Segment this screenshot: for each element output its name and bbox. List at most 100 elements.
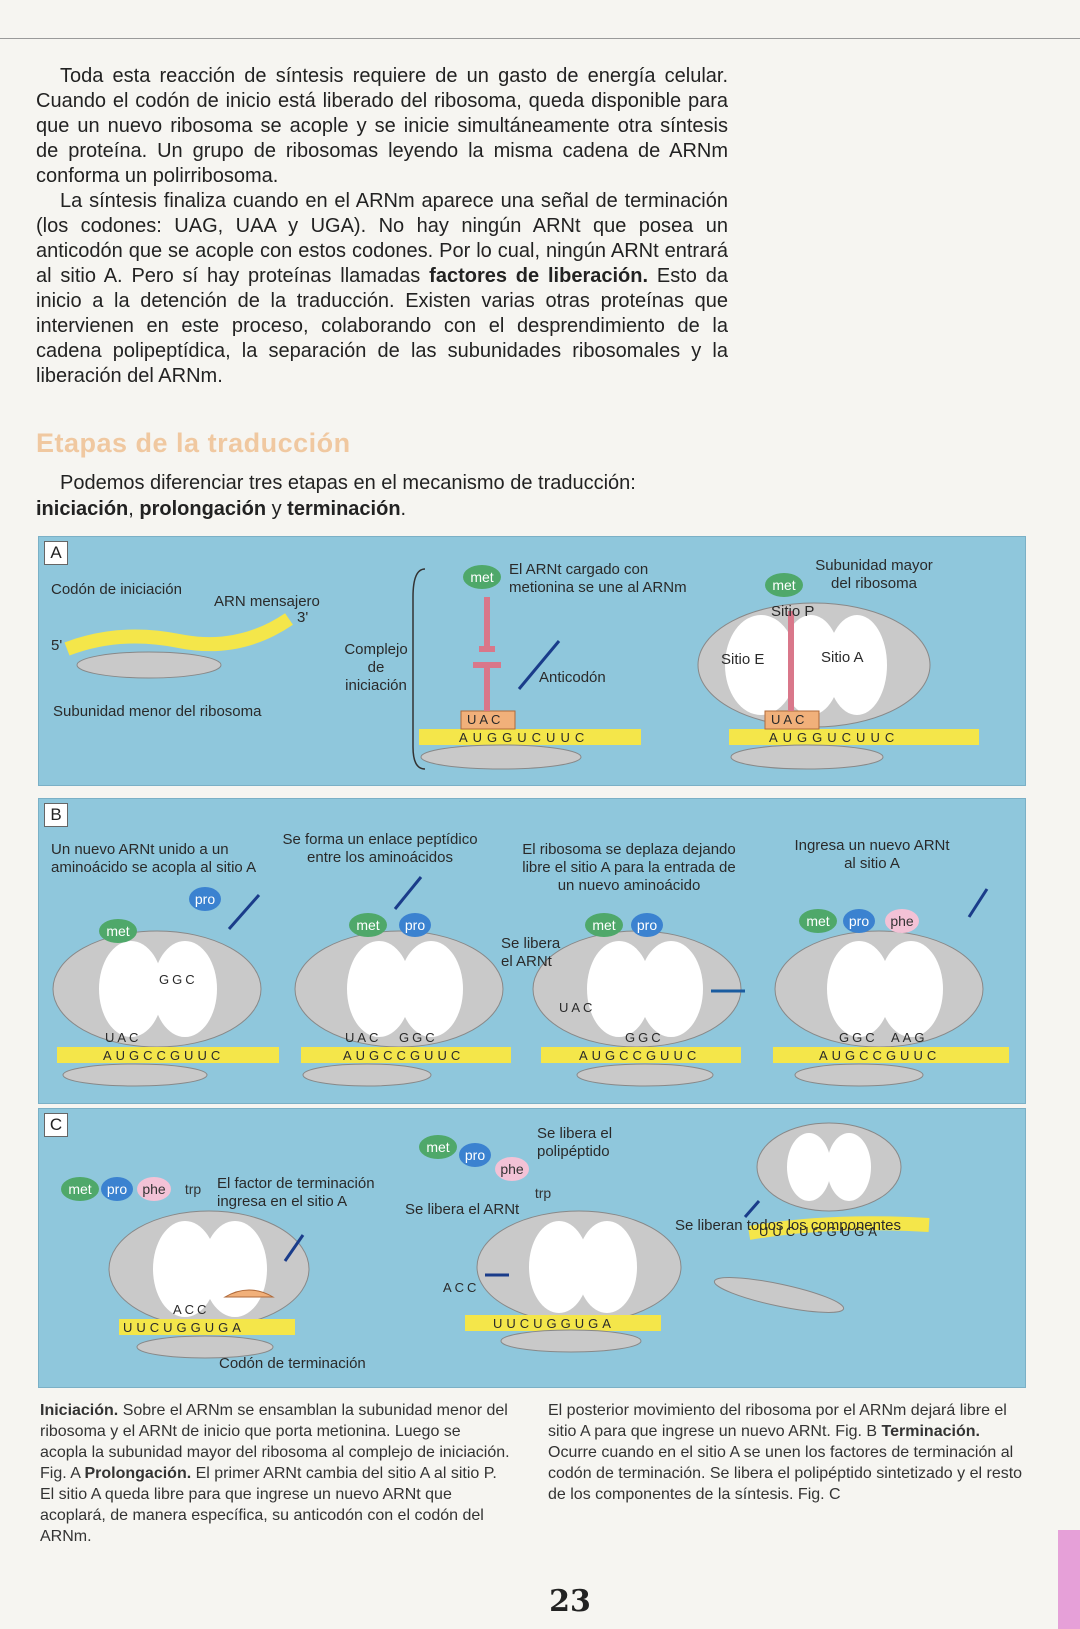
stage-initiation: iniciación [36, 498, 129, 520]
intro-text: Podemos diferenciar tres etapas en el me… [60, 472, 636, 494]
anticodon-b1a: UAC [105, 1030, 142, 1045]
anticodon-b4b: AAG [891, 1030, 928, 1045]
mrna-seq-right: AUGGUCUUC [769, 730, 900, 745]
phe-c1: phe [137, 1177, 171, 1201]
phe-b4: phe [885, 909, 919, 933]
pro-b2: pro [399, 913, 431, 937]
paragraph-1: Toda esta reacción de síntesis requiere … [36, 65, 728, 187]
mrna-seq-free: UUCUGGUGA [759, 1224, 881, 1239]
caption-right: El posterior movimiento del ribosoma por… [548, 1400, 1024, 1505]
small-subunit-b1 [62, 1063, 208, 1087]
mrna-seq-b3: AUGCCGUUC [579, 1048, 701, 1063]
anticodon-b1b: GGC [159, 972, 198, 987]
intro-period: . [400, 498, 407, 520]
trp-c2: trp [534, 1185, 552, 1201]
caption-termination-text: Ocurre cuando en el sitio A se unen los … [548, 1444, 1023, 1503]
anticodon-b3a: UAC [559, 1000, 596, 1015]
section-heading: Etapas de la traducción [36, 428, 351, 458]
figure-panel-c: C met pro phe trp El factor de terminaci… [38, 1108, 1026, 1388]
mrna-bar-mid [419, 729, 641, 745]
mrna-bar-right [729, 729, 979, 745]
ribosome-b1-site2 [153, 941, 217, 1037]
ribosome-b4-site2 [879, 941, 943, 1037]
site-p-label: Sitio P [771, 603, 815, 620]
release-factor-label: El factor de terminación ingresa en el s… [217, 1175, 375, 1210]
ribosome-c1-site [153, 1221, 217, 1317]
pro-c2: pro [459, 1143, 491, 1167]
anticodon-b2b: GGC [399, 1030, 438, 1045]
charged-trna-label: El ARNt cargado con metionina se une al … [509, 561, 687, 596]
step-new-trna: Un nuevo ARNt unido a un aminoácido se a… [51, 841, 257, 876]
caption-left: Iniciación. Sobre el ARNm se ensamblan l… [40, 1400, 510, 1547]
pro-b1: pro [189, 887, 221, 911]
panel-b-letter: B [44, 803, 68, 827]
free-site [787, 1133, 831, 1201]
anticodon-seq-right: UAC [771, 712, 808, 727]
arrow-mid [517, 640, 561, 690]
figure-panel-b: B Un nuevo ARNt unido a un aminoácido se… [38, 798, 1026, 1104]
large-subunit-label: Subunidad mayor del ribosoma [815, 557, 933, 592]
panel-a-letter: A [44, 541, 68, 565]
mrna-seq-b2: AUGCCGUUC [343, 1048, 465, 1063]
released-polypeptide-label: Se libera el polipéptido [537, 1125, 613, 1160]
free-site2 [827, 1133, 871, 1201]
mrna-seq-b4: AUGCCGUUC [819, 1048, 941, 1063]
anticodon-label: Anticodón [539, 669, 606, 686]
step-ribosome-shift: El ribosoma se deplaza dejando libre el … [522, 841, 736, 894]
free-mrna [747, 1216, 930, 1240]
anticodon-b4a: GGC [839, 1030, 878, 1045]
step-next-trna: Ingresa un nuevo ARNt al sitio A [794, 837, 950, 872]
start-codon-label: Codón de iniciación [51, 581, 182, 598]
small-subunit-b4 [794, 1063, 924, 1087]
site-a-hole [827, 615, 887, 715]
mrna-b3 [541, 1047, 741, 1063]
three-prime-label: 3' [297, 609, 309, 626]
met-c1: met [61, 1177, 99, 1201]
arrow-b2 [393, 876, 423, 910]
trp-c1: trp [184, 1181, 202, 1197]
mrna-seq-mid: AUGGUCUUC [459, 730, 590, 745]
small-subunit-right [730, 744, 884, 770]
small-subunit-c1 [136, 1335, 274, 1359]
caption-elongation-title: Prolongación. [84, 1465, 192, 1482]
mrna-c1 [119, 1319, 295, 1335]
intro-and: y [271, 498, 282, 520]
mrna-seq-b1: AUGCCGUUC [103, 1048, 225, 1063]
intro-paragraph: Podemos diferenciar tres etapas en el me… [36, 470, 728, 522]
complex-brace [412, 568, 426, 770]
ribosome-c2-site [529, 1221, 589, 1313]
pro-b4: pro [843, 909, 875, 933]
met-b4: met [799, 909, 837, 933]
anticodon-c1: ACC [173, 1302, 210, 1317]
anticodon-c2: ACC [443, 1280, 480, 1295]
anticodon-b2a: UAC [345, 1030, 382, 1045]
mrna-seq-c2: UUCUGGUGA [493, 1316, 615, 1331]
caption-initiation-text: Sobre el ARNm se ensamblan la subunidad … [40, 1402, 510, 1482]
page-number: 23 [549, 1584, 591, 1619]
panel-c-drawing [108, 1122, 930, 1359]
stop-codon-label: Codón de terminación [219, 1355, 366, 1372]
released-trna-label-c: Se libera el ARNt [405, 1201, 520, 1218]
anticodon-b3b: GGC [625, 1030, 664, 1045]
met-b1: met [99, 919, 137, 943]
site-e-hole [725, 615, 797, 715]
met-amino-acid: met [463, 565, 501, 589]
intro-comma: , [128, 498, 134, 520]
anticodon-seq: UAC [467, 712, 504, 727]
paragraph-2-text: La síntesis finaliza cuando en el ARNm a… [36, 190, 728, 287]
paragraph-2-cont: Esto da inicio a la detención de la trad… [36, 265, 728, 387]
caption-elongation-text: El primer ARNt cambia del sitio A al sit… [40, 1465, 497, 1545]
step-peptide-bond: Se forma un enlace peptídico entre los a… [282, 831, 478, 866]
panel-c-letter: C [44, 1113, 68, 1137]
met-b2: met [349, 913, 387, 937]
pro-c1: pro [101, 1177, 133, 1201]
caption-initiation-title: Iniciación. [40, 1402, 119, 1419]
mrna-b1 [57, 1047, 279, 1063]
ribosome-b3-site2 [639, 941, 703, 1037]
small-subunit-mid [420, 744, 582, 770]
mrna-b4 [773, 1047, 1009, 1063]
mrna-seq-c1: UUCUGGUGA [123, 1320, 245, 1335]
figure-panel-a: A Codón de iniciación ARN mensajero 3' 5… [38, 536, 1026, 786]
arrow-c1 [283, 1234, 305, 1262]
ribosome-b1-site [99, 941, 163, 1037]
